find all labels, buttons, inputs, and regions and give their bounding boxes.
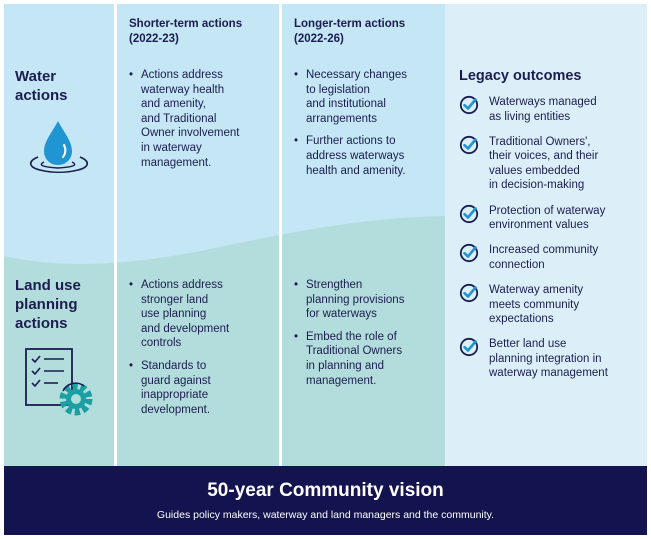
legacy-outcome-item: Better land use planning integration in … xyxy=(459,337,645,381)
column-header-shorter-term: Shorter-term actions (2022-23) xyxy=(129,18,243,45)
legacy-outcome-label: Waterways managed as living entities xyxy=(489,96,597,123)
list-item: Embed the role of Traditional Owners in … xyxy=(293,330,443,388)
water-longer-term-list: Necessary changes to legislation and ins… xyxy=(293,68,443,186)
legacy-outcome-label: Better land use planning integration in … xyxy=(489,338,608,380)
check-circle-icon xyxy=(459,283,479,303)
water-shorter-term-list: Actions address waterway health and amen… xyxy=(128,68,278,178)
legacy-outcome-item: Traditional Owners', their voices, and t… xyxy=(459,135,645,193)
check-circle-icon xyxy=(459,204,479,223)
legacy-panel xyxy=(445,4,647,466)
list-item: Further actions to address waterways hea… xyxy=(293,134,443,178)
column-divider-right xyxy=(279,4,282,466)
list-item: Necessary changes to legislation and ins… xyxy=(293,68,443,126)
column-header-longer-term: Longer-term actions (2022-26) xyxy=(294,18,406,45)
legacy-outcomes-title: Legacy outcomes xyxy=(459,68,582,84)
land-use-longer-term-list: Strengthen planning provisions for water… xyxy=(293,278,443,396)
legacy-outcome-item: Waterway amenity meets community expecta… xyxy=(459,283,645,327)
land-use-shorter-term-list: Actions address stronger land use planni… xyxy=(128,278,278,425)
legacy-outcome-item: Protection of waterway environment value… xyxy=(459,204,645,233)
check-circle-icon xyxy=(459,338,479,357)
community-vision-banner: 50-year Community vision Guides policy m… xyxy=(4,466,647,535)
column-divider-left xyxy=(114,4,117,466)
water-actions-title: Water actions xyxy=(15,68,68,104)
list-item: Actions address stronger land use planni… xyxy=(128,278,278,351)
check-circle-icon xyxy=(459,95,479,115)
water-drop-icon xyxy=(29,121,89,174)
community-vision-subtitle: Guides policy makers, waterway and land … xyxy=(156,509,495,521)
diagram-frame: Shorter-term actions (2022-23) Longer-te… xyxy=(4,4,647,535)
legacy-outcome-label: Waterway amenity meets community expecta… xyxy=(489,283,584,326)
legacy-outcome-item: Increased community connection xyxy=(459,243,645,272)
legacy-outcome-label: Traditional Owners', their voices, and t… xyxy=(489,135,599,192)
legacy-outcome-label: Protection of waterway environment value… xyxy=(489,204,606,232)
list-item: Standards to guard against inappropriate… xyxy=(128,359,278,417)
community-vision-title: 50-year Community vision xyxy=(207,480,444,501)
check-circle-icon xyxy=(459,135,479,154)
list-item: Strengthen planning provisions for water… xyxy=(293,278,443,322)
check-circle-icon xyxy=(459,244,479,263)
legacy-outcome-item: Waterways managed as living entities xyxy=(459,95,645,124)
land-use-actions-title: Land use planning actions xyxy=(15,277,81,332)
list-item: Actions address waterway health and amen… xyxy=(128,68,278,170)
checklist-gear-icon xyxy=(25,348,93,416)
legacy-outcome-label: Increased community connection xyxy=(489,244,599,271)
